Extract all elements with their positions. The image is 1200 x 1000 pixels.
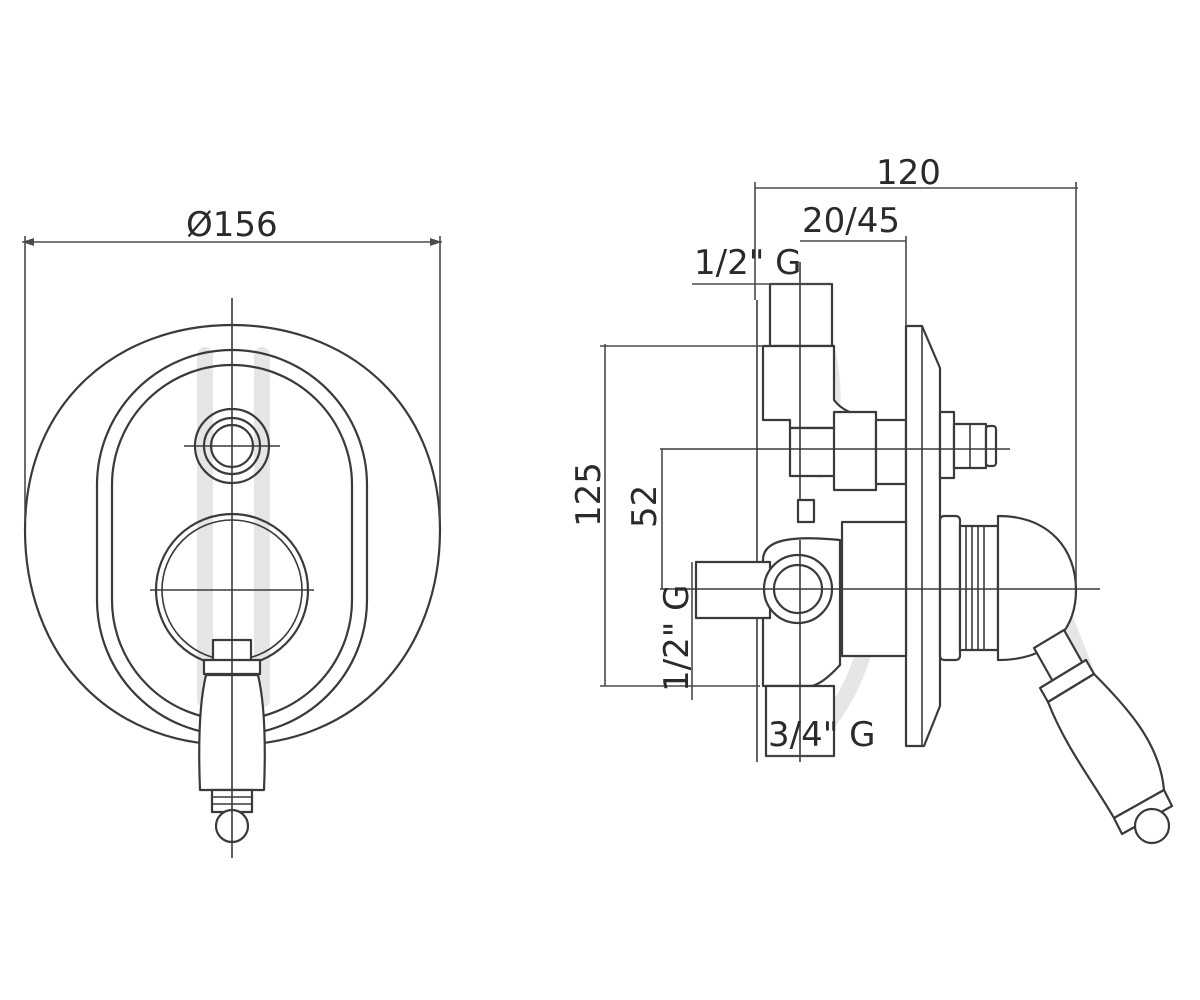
height-125-dimension — [600, 344, 763, 687]
diverter-collar — [874, 418, 908, 486]
side-lever-handle — [1032, 628, 1174, 845]
depth-120-label: 120 — [876, 153, 941, 193]
outer-wall-plate — [23, 323, 442, 747]
top-inlet-label: 1/2" G — [694, 243, 802, 283]
front-view: Ø156 — [22, 205, 442, 858]
side-inlet-pipe — [694, 560, 772, 620]
small-plug — [796, 498, 816, 524]
top-inlet-pipe — [768, 282, 834, 348]
diameter-dimension — [22, 236, 442, 522]
offset-52-label: 52 — [625, 485, 665, 528]
diameter-label: Ø156 — [186, 205, 278, 245]
side-inlet-label: 1/2" G — [657, 584, 697, 692]
handle-base — [938, 514, 1078, 662]
side-view: 120 20/45 1/2" G 125 52 1/2" G — [569, 153, 1174, 845]
depth-120-dimension — [754, 182, 1078, 585]
height-125-label: 125 — [569, 462, 609, 527]
side-diverter-knob — [938, 410, 998, 480]
depth-20-45-dimension — [800, 236, 907, 326]
side-wall-plate — [904, 324, 942, 748]
bottom-outlet-label: 3/4" G — [768, 715, 876, 755]
depth-20-45-label: 20/45 — [802, 201, 900, 241]
diverter-nut — [832, 410, 878, 492]
